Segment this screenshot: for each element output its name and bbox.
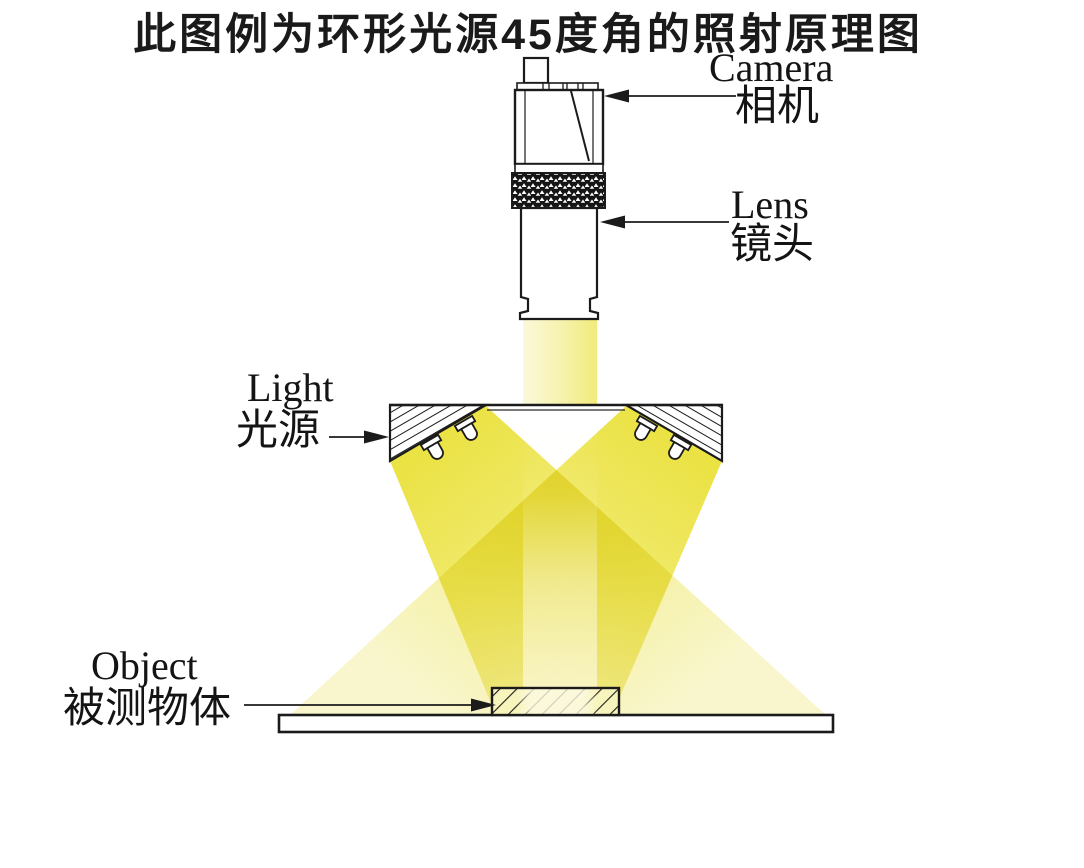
led-lamp	[419, 433, 444, 460]
arrowhead-light-icon	[364, 430, 389, 444]
test-object	[490, 686, 621, 717]
led-lamp	[634, 414, 659, 441]
worktable-group	[277, 686, 835, 734]
caption-text: 此图例为环形光源45度角的照射原理图	[133, 11, 923, 59]
center-beam-lower	[523, 406, 597, 688]
label-camera-en: Camera	[709, 45, 834, 90]
label-lens-zh: 镜头	[730, 222, 815, 268]
camera-drawing	[511, 56, 606, 321]
arrowhead-object-icon	[471, 698, 496, 712]
camera-body	[513, 88, 605, 166]
leader-lines	[244, 95, 736, 706]
label-light-en: Light	[247, 365, 334, 410]
center-beam-column	[523, 319, 597, 406]
label-camera-zh: 相机	[735, 84, 820, 130]
label-lens-en: Lens	[731, 182, 809, 227]
arrowhead-lens-icon	[600, 215, 625, 229]
lens-knurl-ring	[511, 172, 606, 209]
label-light-zh: 光源	[236, 408, 321, 454]
label-object-en: Object	[91, 643, 198, 688]
led-lamp	[668, 433, 693, 460]
light-beams	[290, 319, 826, 715]
light-beam-right	[290, 406, 722, 715]
camera-body-diagonal	[570, 90, 590, 162]
label-object-zh: 被测物体	[63, 686, 232, 732]
arrowhead-camera-icon	[604, 89, 629, 103]
object-highlight	[516, 688, 598, 715]
led-lamp	[453, 414, 478, 441]
ring-light	[388, 403, 724, 463]
lens-barrel	[518, 206, 600, 321]
camera-bottom-flange	[514, 163, 604, 174]
arrowheads	[364, 89, 629, 712]
worktable	[277, 713, 835, 734]
object-outline	[490, 686, 621, 717]
